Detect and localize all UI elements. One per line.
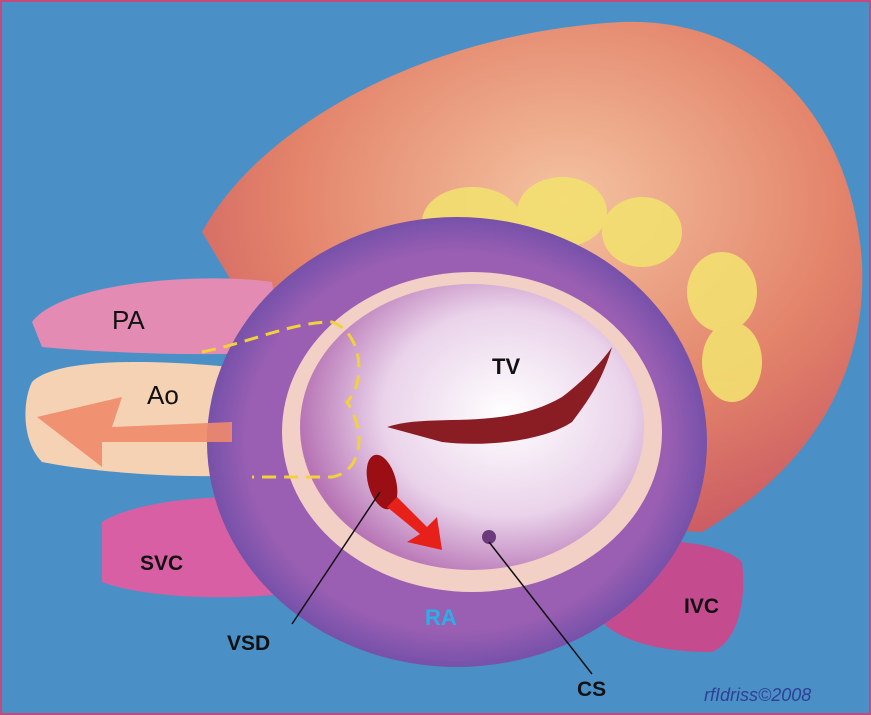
pa-vessel	[32, 278, 282, 355]
aortic-outline	[201, 320, 361, 479]
label-ra: RA	[425, 605, 457, 630]
label-vsd: VSD	[227, 632, 271, 655]
shunt-arrow	[387, 497, 442, 550]
cs-leader	[488, 541, 593, 675]
label-svc: SVC	[140, 552, 184, 575]
label-cs: CS	[577, 678, 607, 701]
tricuspid-valve	[387, 347, 612, 444]
label-tv: TV	[492, 354, 521, 379]
signature: rfIdriss©2008	[704, 685, 812, 705]
vsd-hole	[366, 454, 398, 510]
cs-ostium	[482, 530, 496, 544]
aortic-flow-arrow	[37, 397, 232, 467]
label-ivc: IVC	[684, 595, 720, 618]
label-ao: Ao	[147, 380, 179, 410]
vsd-leader	[291, 491, 381, 625]
label-pa: PA	[112, 305, 145, 335]
